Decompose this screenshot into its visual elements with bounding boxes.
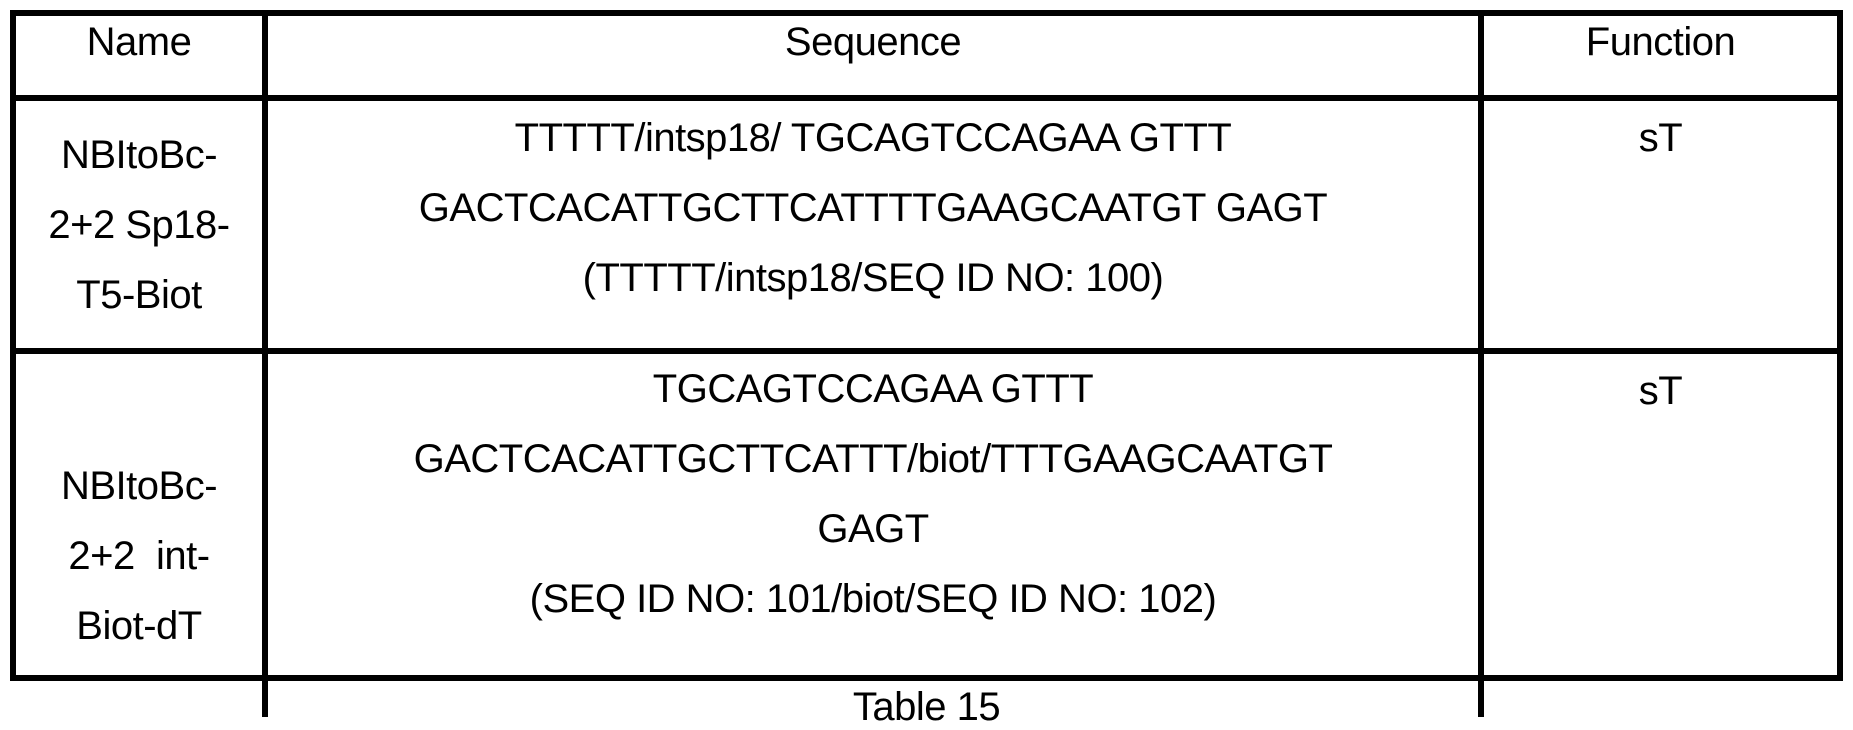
column-header-function: Function (1478, 16, 1837, 101)
table-header-row: Name Sequence Function (16, 16, 1837, 101)
function-cell: sT (1478, 95, 1837, 354)
sequence-cell: TGCAGTCCAGAA GTTT GACTCACATTGCTTCATTT/bi… (262, 348, 1484, 717)
name-cell: NBItoBc- 2+2 Sp18- T5-Biot (16, 95, 268, 354)
name-line: T5-Biot (76, 272, 202, 317)
column-header-sequence: Sequence (262, 16, 1484, 101)
sequence-line: GACTCACATTGCTTCATTT/biot/TTTGAAGCAATGT (413, 437, 1333, 481)
name-line: 2+2 int- (68, 533, 210, 578)
sequence-line: (SEQ ID NO: 101/biot/SEQ ID NO: 102) (529, 577, 1217, 621)
table-caption: Table 15 (852, 685, 1001, 729)
name-line: 2+2 Sp18- (48, 202, 230, 247)
function-value: sT (1638, 116, 1683, 160)
table-row: NBItoBc- 2+2 int- Biot-dT TGCAGTCCAGAA G… (16, 348, 1837, 717)
sequence-table: Name Sequence Function NBItoBc- 2+2 Sp18… (16, 16, 1837, 717)
table-row: NBItoBc- 2+2 Sp18- T5-Biot TTTTT/intsp18… (16, 95, 1837, 354)
sequence-line: TGCAGTCCAGAA GTTT (652, 367, 1094, 411)
sequence-cell: TTTTT/intsp18/ TGCAGTCCAGAA GTTT GACTCAC… (262, 95, 1484, 354)
function-value: sT (1638, 369, 1683, 413)
sequence-line: (TTTTT/intsp18/SEQ ID NO: 100) (582, 256, 1164, 300)
sequence-line: TTTTT/intsp18/ TGCAGTCCAGAA GTTT (514, 116, 1232, 160)
name-line: NBItoBc- (60, 132, 218, 177)
sequence-line: GAGT (817, 507, 929, 551)
name-cell: NBItoBc- 2+2 int- Biot-dT (16, 348, 268, 717)
name-line: Biot-dT (76, 603, 202, 648)
function-cell: sT (1478, 348, 1837, 717)
column-header-name: Name (16, 16, 268, 101)
sequence-table-container: Name Sequence Function NBItoBc- 2+2 Sp18… (10, 10, 1843, 717)
sequence-line: GACTCACATTGCTTCATTTTGAAGCAATGT GAGT (418, 186, 1328, 230)
name-line: NBItoBc- (60, 463, 218, 508)
